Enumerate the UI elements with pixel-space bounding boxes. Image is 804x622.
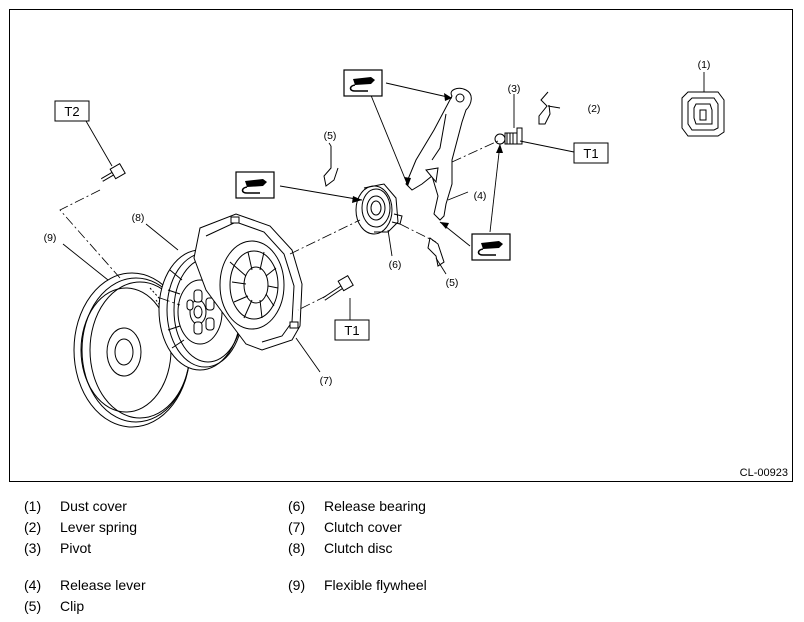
callout-2: (2)	[588, 103, 601, 115]
diagram-frame	[9, 9, 793, 482]
legend-number: (8)	[288, 540, 306, 556]
legend-label: Clutch cover	[324, 519, 402, 535]
torque-label: T2	[64, 104, 79, 119]
legend-number: (1)	[24, 498, 42, 514]
legend-label: Clip	[60, 598, 85, 614]
torque-box-t2: T2	[54, 100, 90, 122]
leader-lines	[62, 72, 705, 373]
callout-6: (6)	[389, 259, 402, 271]
lever-spring	[538, 91, 551, 125]
grease-icon	[343, 69, 383, 97]
legend-number: (5)	[24, 598, 42, 614]
callout-5-upper: (5)	[324, 130, 337, 142]
legend-number: (3)	[24, 540, 42, 556]
torque-box-t1-lower: T1	[334, 319, 370, 341]
torque-label: T1	[344, 323, 359, 338]
callout-8: (8)	[132, 212, 145, 224]
legend-number: (9)	[288, 577, 306, 593]
clutch-cover	[193, 213, 303, 351]
legend-label: Flexible flywheel	[324, 577, 427, 593]
grease-icon	[235, 171, 275, 199]
legend-number: (2)	[24, 519, 42, 535]
bolt-t2	[100, 162, 126, 182]
torque-label: T1	[583, 146, 598, 161]
callout-9: (9)	[44, 232, 57, 244]
bolt-t1-lower	[322, 274, 354, 301]
clip-upper	[323, 146, 339, 187]
grease-icon	[471, 233, 511, 261]
callout-5-lower: (5)	[446, 277, 459, 289]
center-lines	[59, 140, 499, 311]
legend-label: Pivot	[60, 540, 92, 556]
legend-number: (6)	[288, 498, 306, 514]
callout-7: (7)	[320, 375, 333, 387]
dust-cover	[681, 91, 725, 137]
callout-4: (4)	[474, 190, 487, 202]
legend-label: Clutch disc	[324, 540, 393, 556]
release-bearing	[355, 183, 403, 235]
pivot	[494, 127, 523, 145]
callout-3: (3)	[508, 83, 521, 95]
legend-label: Release bearing	[324, 498, 426, 514]
arrowheads	[352, 93, 503, 229]
legend-number: (7)	[288, 519, 306, 535]
legend-label: Dust cover	[60, 498, 127, 514]
legend-label: Lever spring	[60, 519, 138, 535]
legend-label: Release lever	[60, 577, 146, 593]
callout-1: (1)	[698, 59, 711, 71]
figure-code: CL-00923	[740, 467, 788, 479]
torque-box-t1-right: T1	[573, 142, 609, 164]
legend-number: (4)	[24, 577, 42, 593]
clip-lower	[427, 237, 445, 267]
release-lever	[405, 87, 472, 221]
